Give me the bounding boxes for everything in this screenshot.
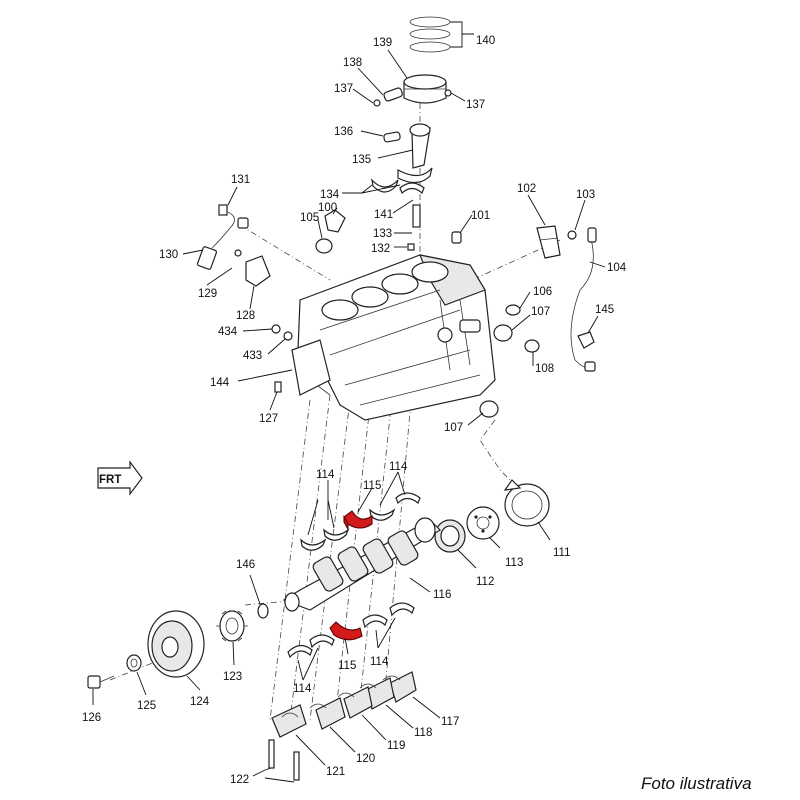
part-labels: 140 139 138 137 137 136 135 134 141 131 … (82, 35, 627, 786)
rear-seal-housing-111 (503, 479, 550, 527)
label-140: 140 (476, 35, 495, 47)
label-124: 124 (190, 696, 210, 708)
plug-433 (283, 331, 293, 341)
sensor-145 (577, 331, 595, 349)
rear-seal-112 (434, 519, 466, 553)
front-marker-text: FRT (99, 474, 121, 486)
label-126: 126 (82, 712, 101, 724)
label-115-lower: 115 (338, 660, 356, 672)
label-137-right: 137 (466, 99, 485, 111)
block-side-flange (291, 339, 331, 396)
crank-balancer-124 (147, 610, 205, 678)
label-433: 433 (243, 350, 262, 362)
thrust-bearing-lower-115 (329, 621, 363, 641)
label-136: 136 (334, 126, 353, 138)
label-114-upper-right: 114 (389, 461, 408, 473)
label-145: 145 (595, 304, 614, 316)
label-114-upper-left: 114 (316, 469, 335, 481)
washer-125 (126, 654, 142, 672)
plug-101 (451, 231, 462, 244)
label-106: 106 (533, 286, 552, 298)
cylinder-block (297, 254, 496, 421)
label-107-upper: 107 (531, 306, 550, 318)
balancer-bolt-126 (87, 675, 115, 689)
main-cap-bolts (268, 739, 300, 781)
label-131: 131 (231, 174, 250, 186)
piston (403, 74, 447, 104)
label-113: 113 (505, 557, 523, 569)
label-434: 434 (218, 326, 238, 338)
label-132: 132 (371, 243, 390, 255)
main-bearing-caps (271, 671, 417, 738)
label-137-left: 137 (334, 83, 353, 95)
label-111: 111 (553, 547, 570, 559)
piston-rings (409, 16, 451, 53)
crank-key-146 (257, 603, 269, 619)
label-123: 123 (223, 671, 242, 683)
rod-bolt (412, 204, 421, 228)
dowel-132 (407, 243, 415, 251)
label-107-lower: 107 (444, 422, 463, 434)
upper-main-bearings (300, 492, 421, 551)
label-134: 134 (320, 189, 340, 201)
label-114-lower-right: 114 (370, 656, 389, 668)
sensor-harness-130 (196, 204, 249, 270)
plugs-106-108 (479, 304, 540, 418)
label-141: 141 (374, 209, 393, 221)
bolt-103 (567, 230, 577, 240)
sensor-bracket-102 (536, 225, 561, 259)
label-119: 119 (387, 740, 405, 752)
label-104: 104 (607, 262, 627, 274)
label-121: 121 (326, 766, 345, 778)
label-146: 146 (236, 559, 255, 571)
label-102: 102 (517, 183, 536, 195)
label-115-upper: 115 (363, 480, 381, 492)
pin-retainer-right (444, 89, 452, 97)
label-120: 120 (356, 753, 375, 765)
label-114-lower-left: 114 (293, 683, 312, 695)
label-139: 139 (373, 37, 392, 49)
label-127: 127 (259, 413, 278, 425)
label-144: 144 (210, 377, 230, 389)
pin-retainer-left (373, 99, 381, 107)
lower-main-bearings (287, 602, 415, 659)
label-108: 108 (535, 363, 554, 375)
label-103: 103 (576, 189, 595, 201)
thrust-bearing-upper-115 (343, 510, 373, 532)
oil-pressure-sender (324, 209, 346, 233)
label-118: 118 (414, 727, 432, 739)
plug-434 (271, 324, 281, 334)
label-101: 101 (471, 210, 490, 222)
piston-pin (383, 87, 403, 102)
expansion-plug-105 (315, 238, 333, 254)
reluctor-113 (466, 506, 500, 540)
label-112: 112 (476, 576, 494, 588)
label-105: 105 (300, 212, 319, 224)
knock-sensor-harness (570, 227, 597, 372)
label-122: 122 (230, 774, 249, 786)
front-marker-arrow-icon: FRT (97, 460, 143, 496)
connecting-rod (383, 123, 433, 184)
label-125: 125 (137, 700, 156, 712)
label-135: 135 (352, 154, 371, 166)
label-133: 133 (373, 228, 392, 240)
label-129: 129 (198, 288, 217, 300)
label-138: 138 (343, 57, 362, 69)
label-130: 130 (159, 249, 178, 261)
label-100: 100 (318, 202, 337, 214)
label-117: 117 (441, 716, 459, 728)
crank-sprocket-123 (216, 610, 248, 642)
bracket-128 (234, 249, 271, 287)
crankshaft (282, 517, 441, 612)
dowel-127 (274, 381, 282, 393)
label-128: 128 (236, 310, 255, 322)
leader-lines (92, 21, 606, 783)
caption: Foto ilustrativa (641, 774, 752, 793)
label-116: 116 (433, 589, 451, 601)
